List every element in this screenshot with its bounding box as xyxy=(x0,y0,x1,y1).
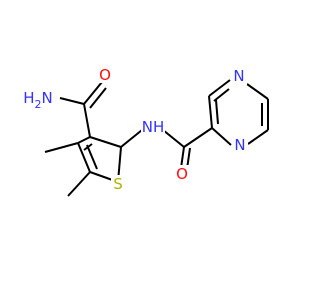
bond-amide-c-o xyxy=(83,81,103,105)
atom-label-layer: H2N O S NH O N N xyxy=(22,65,248,193)
bond-c3-c2 xyxy=(89,136,122,148)
bond-pz-c2-c3 xyxy=(208,95,213,129)
bond-pz-c2-c3-double xyxy=(215,99,219,125)
amide-o-label-bg xyxy=(97,65,113,83)
bond-carbonyl-c-pyrazine xyxy=(183,127,213,148)
bond-amide-c-o-double xyxy=(89,87,107,109)
molecule-diagram: H2N O S NH O N N xyxy=(22,65,269,197)
bond-layer xyxy=(44,79,269,197)
pyrazine-n4-label: N xyxy=(233,67,244,85)
bond-c4-c3 xyxy=(77,136,91,144)
thiophene-s-label: S xyxy=(113,175,123,193)
carbonyl-o-label: O xyxy=(176,165,188,183)
bond-nh-carbonyl-c xyxy=(162,129,185,148)
amide-o-label: O xyxy=(99,66,111,84)
bond-pz-n1-c2 xyxy=(211,127,232,146)
bond-c5-methyl xyxy=(67,171,91,197)
nh-linker-label-bg xyxy=(141,118,165,136)
carbonyl-o-label-bg xyxy=(174,165,190,183)
amide-n-label-bg xyxy=(22,88,52,108)
pyrazine-n4-label-bg xyxy=(231,67,247,85)
pyrazine-n1-label-bg xyxy=(232,136,248,154)
bond-pz-n4-c5 xyxy=(246,83,269,100)
amide-n-label: H2N xyxy=(23,89,53,111)
bond-c5-c4-double xyxy=(86,144,98,170)
bond-c4-methyl xyxy=(44,142,79,153)
bond-pz-n4-c3-double xyxy=(213,88,230,102)
thiophene-s-label-bg xyxy=(111,175,125,193)
pyrazine-n1-label: N xyxy=(234,136,245,154)
bond-c2-nh xyxy=(120,129,143,148)
bond-carbonyl-c-o xyxy=(180,146,185,169)
bond-amide-c-n xyxy=(59,97,85,105)
bond-pz-c6-n1 xyxy=(247,129,269,145)
nh-linker-label: NH xyxy=(142,118,165,136)
bond-c3-amide-c xyxy=(83,103,91,138)
bond-pz-c3-n4 xyxy=(208,79,231,97)
bond-c5-c4 xyxy=(77,142,91,173)
